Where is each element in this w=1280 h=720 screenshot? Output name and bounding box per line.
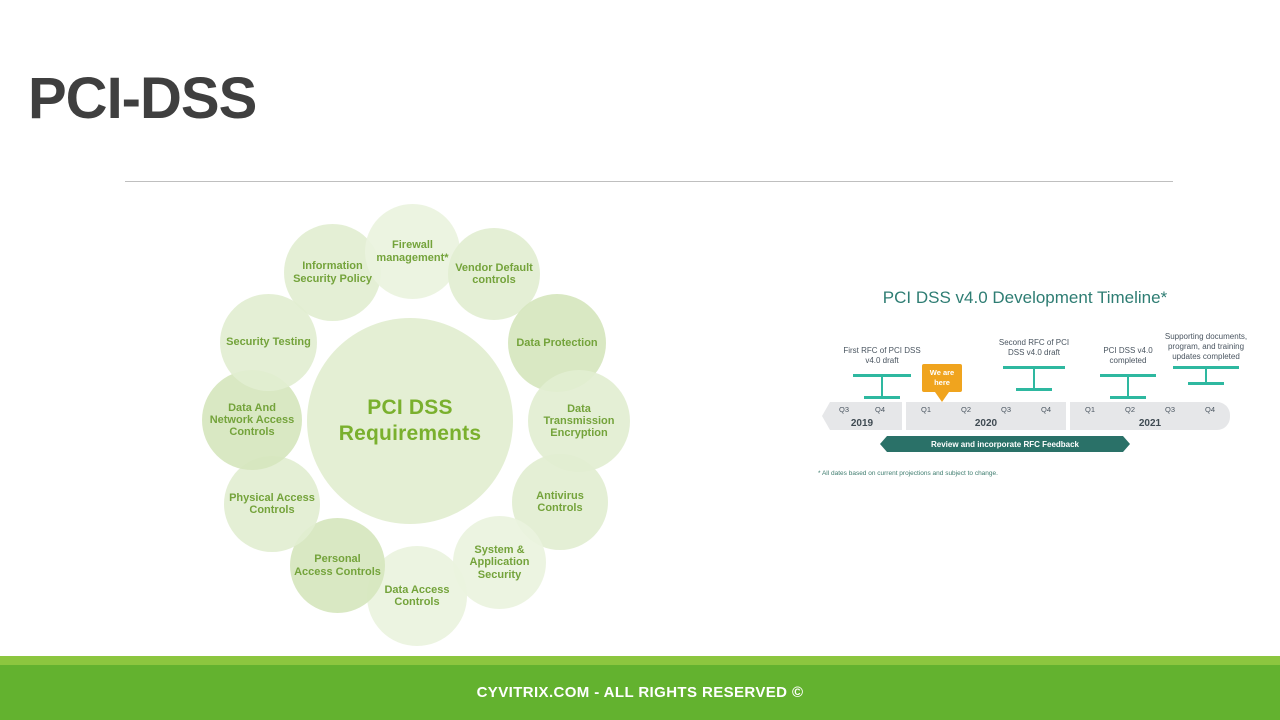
marker-stem	[1033, 366, 1035, 390]
bubble-label: Data Transmission Encryption	[543, 402, 615, 440]
bubble-label: Data Protection	[516, 336, 598, 349]
year-label: 2020	[974, 418, 998, 429]
page-title: PCI-DSS	[28, 66, 257, 131]
bubble-label: Data Access Controls	[384, 583, 450, 608]
milestone-supporting-documents: Supporting documents, program, and train…	[1158, 332, 1254, 402]
footer-top-stripe	[0, 656, 1280, 665]
year-label: 2021	[1138, 418, 1162, 429]
bubble-security-testing: Security Testing	[220, 294, 317, 391]
timeline-year-band: Q3 Q4 2019 Q1 Q2 Q3 Q4 2020 Q1 Q2 Q3 Q4 …	[822, 402, 1230, 430]
quarter-label: Q3	[838, 405, 849, 414]
title-divider	[125, 181, 1173, 182]
marker-stem	[881, 374, 883, 398]
bubble-label: Antivirus Controls	[536, 489, 584, 514]
milestone-label: PCI DSS v4.0 completed	[1103, 346, 1153, 365]
bubble-label: Personal Access Controls	[294, 553, 381, 578]
year-segment-2019: Q3 Q4 2019	[822, 402, 902, 430]
milestone-label: Supporting documents, program, and train…	[1164, 332, 1248, 361]
year-label: 2019	[850, 418, 874, 429]
quarter-label: Q1	[920, 405, 931, 414]
bubble-system-application-security: System & Application Security	[453, 516, 546, 609]
quarter-label: Q2	[1124, 405, 1135, 414]
marker-cap-bottom	[1016, 388, 1052, 391]
footer-bar: CYVITRIX.COM - ALL RIGHTS RESERVED ©	[0, 665, 1280, 720]
bubble-label: Data And Network Access Controls	[209, 401, 295, 439]
we-are-here-label: We are here	[929, 368, 955, 387]
pci-dss-v4-development-timeline: PCI DSS v4.0 Development Timeline* First…	[800, 280, 1250, 495]
quarter-label: Q4	[1040, 405, 1051, 414]
marker-stem	[1205, 366, 1207, 384]
quarter-label: Q4	[874, 405, 885, 414]
bubble-label: System & Application Security	[469, 544, 530, 581]
milestone-second-rfc: Second RFC of PCI DSS v4.0 draft	[992, 338, 1076, 402]
timeline-title: PCI DSS v4.0 Development Timeline*	[882, 288, 1168, 307]
milestone-v4-completed: PCI DSS v4.0 completed	[1088, 346, 1168, 402]
year-segment-2021: Q1 Q2 Q3 Q4 2021	[1070, 402, 1230, 430]
bubble-physical-access-controls: Physical Access Controls	[224, 456, 320, 552]
diagram-center-label: PCI DSS Requirements	[307, 318, 513, 524]
bubble-firewall-management: Firewall management*	[365, 204, 460, 299]
bubble-label: Information Security Policy	[293, 260, 372, 285]
bubble-label: Security Testing	[226, 336, 311, 349]
pci-dss-requirements-diagram: Information Security Policy Firewall man…	[190, 198, 660, 650]
bubble-label: Physical Access Controls	[229, 491, 315, 516]
center-label-line-2: Requirements	[338, 422, 482, 445]
quarter-label: Q3	[1164, 405, 1175, 414]
callout-tail-icon	[935, 392, 949, 402]
bubble-data-transmission-encryption: Data Transmission Encryption	[528, 370, 630, 472]
marker-stem	[1127, 374, 1129, 398]
marker-cap-bottom	[1188, 382, 1224, 385]
year-segment-2020: Q1 Q2 Q3 Q4 2020	[906, 402, 1066, 430]
we-are-here-marker: We are here	[922, 364, 962, 402]
center-label-line-1: PCI DSS	[367, 395, 453, 419]
quarter-label: Q1	[1084, 405, 1095, 414]
footer-text: CYVITRIX.COM - ALL RIGHTS RESERVED ©	[476, 684, 804, 701]
timeline-footnote: * All dates based on current projections…	[818, 470, 998, 477]
milestone-label: First RFC of PCI DSS v4.0 draft	[843, 346, 921, 365]
bubble-label: Firewall management*	[376, 239, 449, 264]
milestone-label: Second RFC of PCI DSS v4.0 draft	[998, 338, 1070, 357]
marker-cap-bottom	[864, 396, 900, 399]
rfc-feedback-banner: Review and incorporate RFC Feedback	[880, 436, 1130, 452]
milestone-first-rfc: First RFC of PCI DSS v4.0 draft	[842, 346, 922, 402]
quarter-label: Q4	[1204, 405, 1215, 414]
quarter-label: Q3	[1000, 405, 1011, 414]
marker-cap-bottom	[1110, 396, 1146, 399]
bubble-label: Vendor Default controls	[455, 261, 533, 286]
quarter-label: Q2	[960, 405, 971, 414]
